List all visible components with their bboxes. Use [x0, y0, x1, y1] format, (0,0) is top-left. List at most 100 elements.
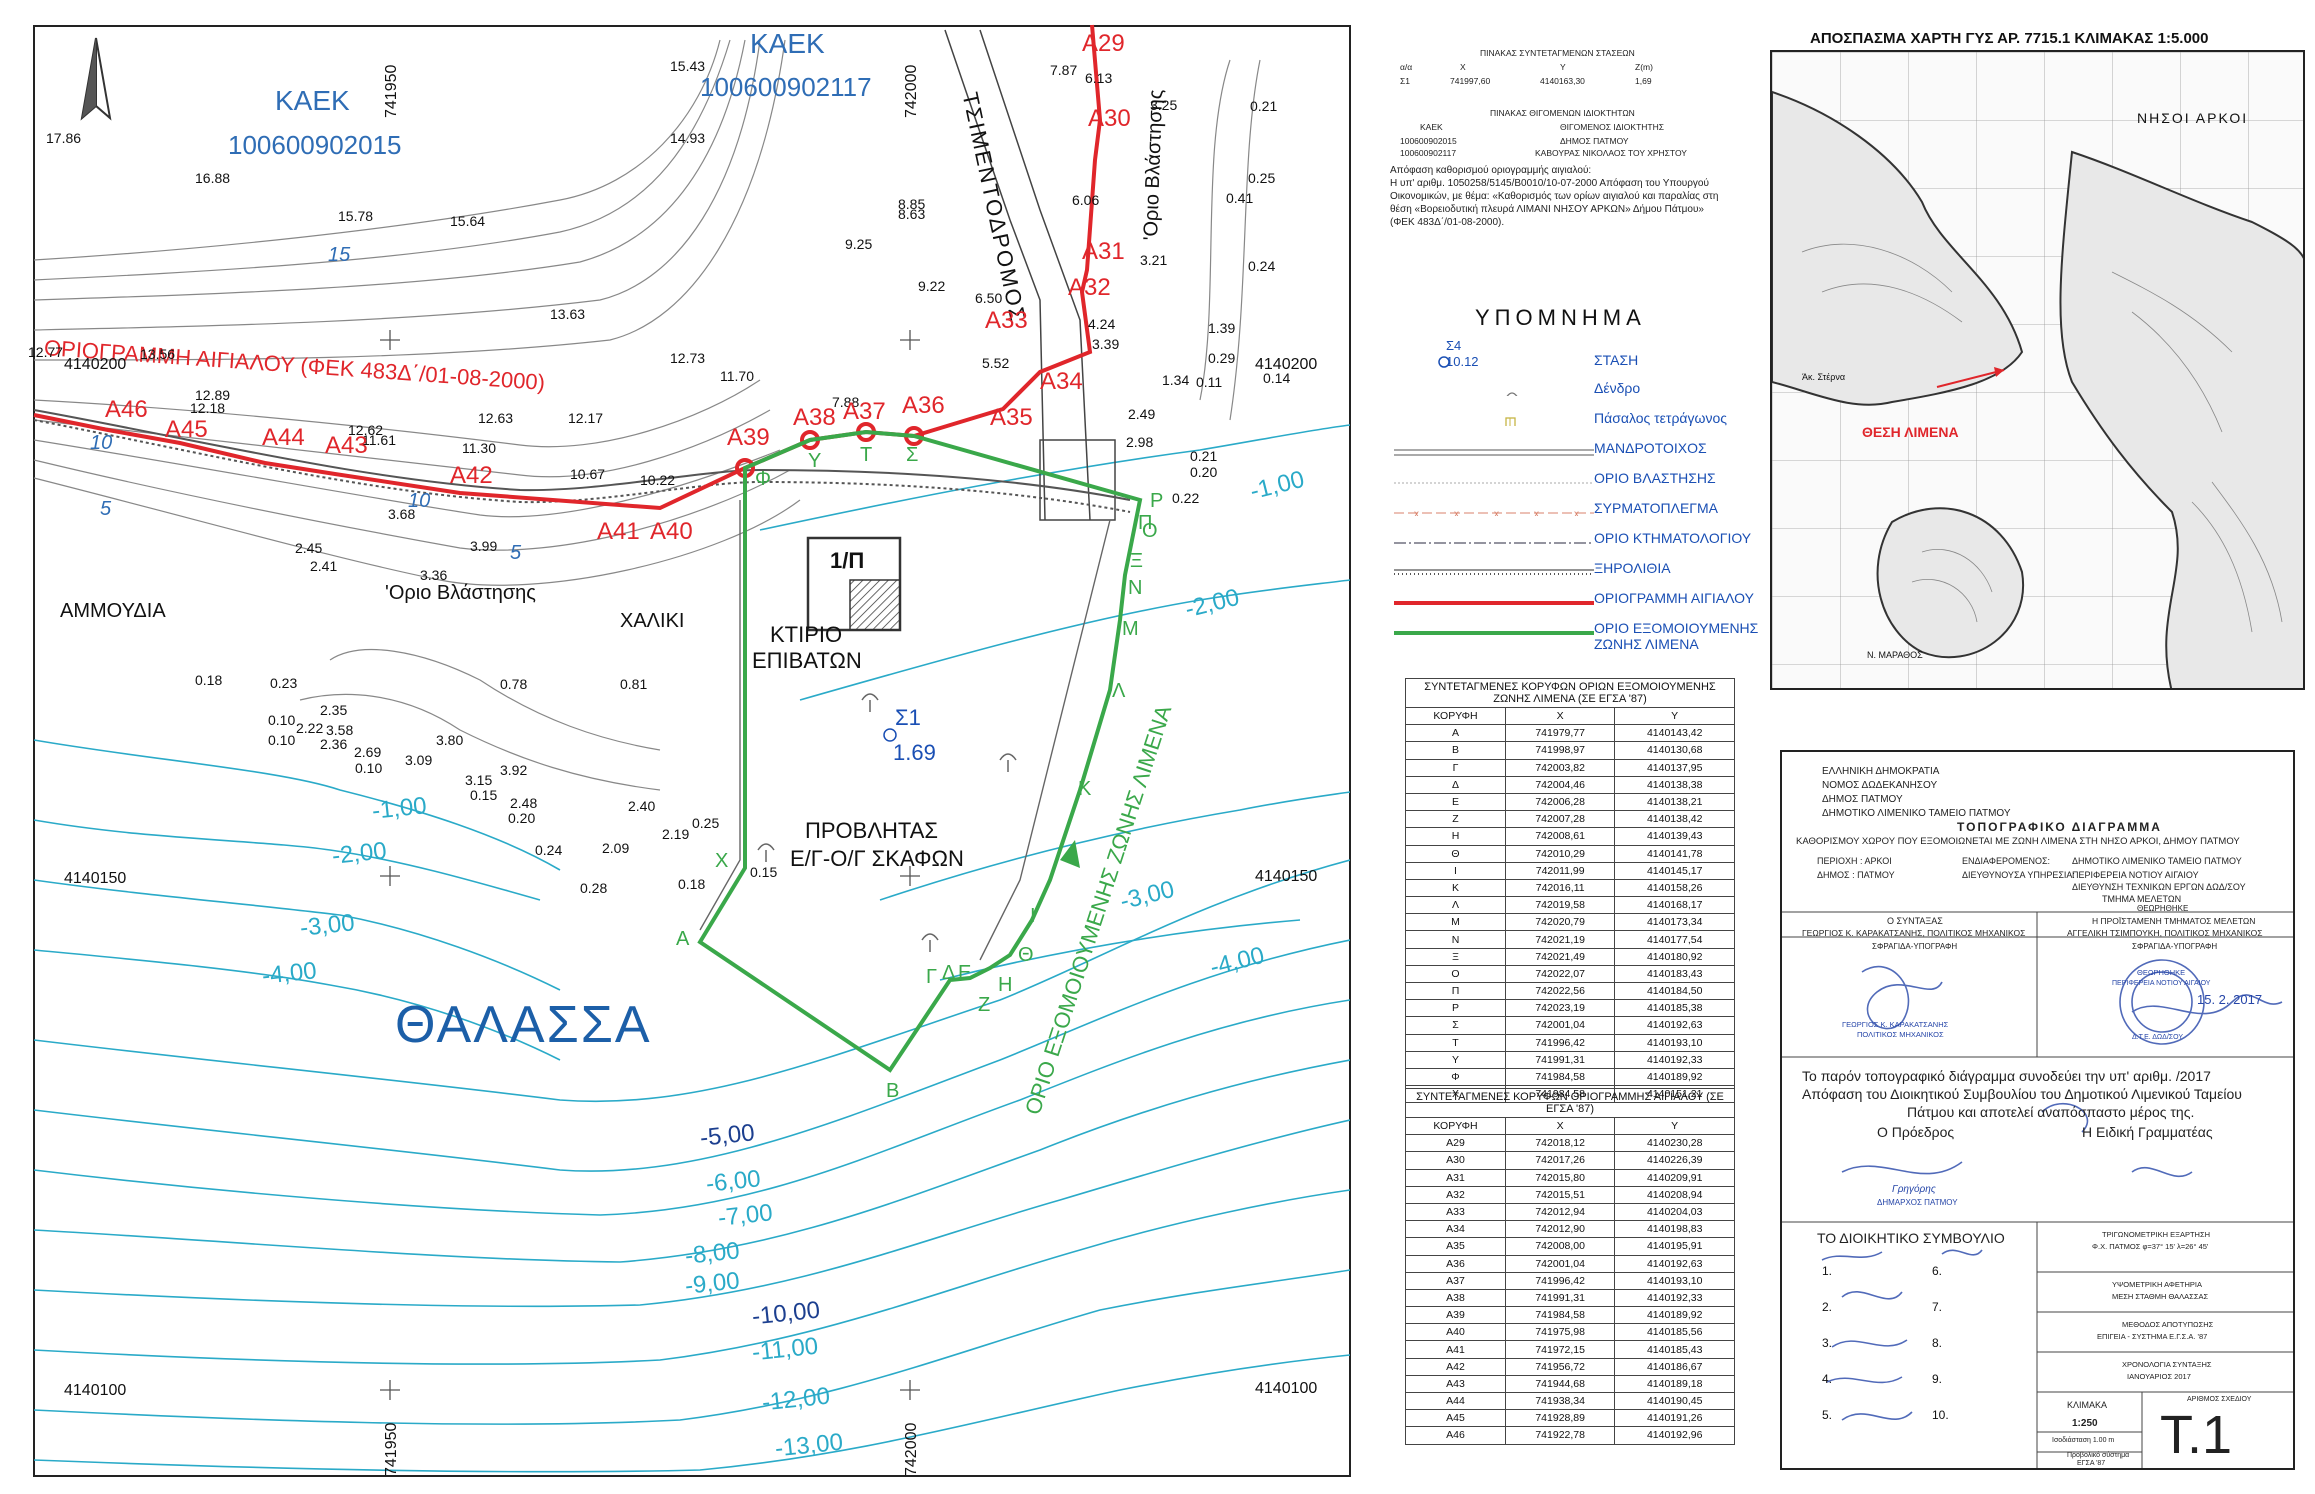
- aigialos-table-cell: 741975,98: [1504, 1323, 1616, 1342]
- approver-stamp-3: Δ.Τ.Ε. ΔΩΔ/ΣΟΥ: [2132, 1034, 2183, 1041]
- zone-table-cell: Ρ: [1405, 999, 1506, 1018]
- depth-label: -8,00: [683, 1237, 741, 1270]
- board-member-number: 4.: [1822, 1372, 1833, 1386]
- zone-table-cell: 742007,28: [1504, 810, 1616, 829]
- zone-table-cell: 742010,29: [1504, 844, 1616, 863]
- spot-height: 8.63: [898, 206, 926, 222]
- board-member-number: 6.: [1932, 1264, 1943, 1278]
- decision-line: Απόφαση καθορισμού οριογραμμής αιγιαλού:: [1390, 165, 1592, 176]
- spot-height: 10.67: [570, 466, 606, 482]
- aigialos-point-label: A36: [902, 392, 945, 419]
- spot-height: 0.28: [580, 880, 608, 896]
- spot-height: 15.43: [670, 58, 706, 74]
- spot-height: 7.87: [1050, 62, 1078, 78]
- zone-point-label: Μ: [1122, 618, 1139, 640]
- aigialos-table-cell: Α30: [1405, 1151, 1506, 1170]
- inset-place-marathos: Ν. ΜΑΡΑΘΟΣ: [1867, 650, 1923, 660]
- zone-point-label: Κ: [1078, 778, 1092, 800]
- municipality-label: ΔΗΜΟΣ : ΠΑΤΜΟΥ: [1817, 870, 1895, 880]
- zone-table-cell: Η: [1405, 827, 1506, 846]
- aigialos-point-label: A39: [727, 424, 770, 451]
- spot-height: 0.78: [500, 676, 528, 692]
- aigialos-table-cell: 4140192,33: [1614, 1288, 1735, 1308]
- stations-c-1: Σ1: [1400, 76, 1410, 86]
- svg-text:x: x: [1534, 509, 1539, 516]
- region-label: ΠΕΡΙΟΧΗ : ΑΡΚΟΙ: [1817, 856, 1892, 866]
- zone-table-cell: 742019,58: [1504, 896, 1616, 915]
- aigialos-table-cell: 741922,78: [1504, 1426, 1616, 1445]
- zone-point-label: Γ: [926, 966, 938, 988]
- aigialos-table-header: ΚΟΡΥΦΗ: [1405, 1116, 1506, 1136]
- port-zone-polygon: [697, 429, 1143, 1073]
- depth-contours: [33, 424, 1350, 1473]
- aigialos-point-label: A33: [985, 307, 1028, 334]
- stations-c-4: 1,69: [1635, 76, 1652, 86]
- aigialos-table-cell: 742017,26: [1504, 1151, 1616, 1170]
- zone-table-cell: Ε: [1405, 792, 1506, 812]
- approver-sign: ΣΦΡΑΓΙΔΑ-ΥΠΟΓΡΑΦΗ: [2132, 942, 2218, 951]
- aigialos-point-label: A42: [450, 462, 493, 489]
- spot-height: 12.62: [348, 422, 384, 438]
- spot-height: 15.64: [450, 213, 486, 229]
- legend-row-drystone: ΞΗΡΟΛΙΘΙΑ: [1384, 558, 1764, 584]
- aigialos-table-cell: Α36: [1405, 1254, 1506, 1273]
- aigialos-table-cell: Α42: [1405, 1357, 1506, 1376]
- zone-table-cell: 741991,31: [1504, 1050, 1616, 1069]
- zone-table-cell: 741979,77: [1504, 724, 1616, 743]
- aigialos-table-cell: 742012,94: [1504, 1202, 1616, 1222]
- legend-row-vegetation: ΟΡΙΟ ΒΛΑΣΤΗΣΗΣ: [1384, 468, 1764, 494]
- date-label: ΧΡΟΝΟΛΟΓΙΑ ΣΥΝΤΑΞΗΣ: [2122, 1360, 2212, 1369]
- spot-height: 9.25: [845, 236, 873, 252]
- spot-height: 0.18: [678, 876, 706, 892]
- passenger-building: [806, 536, 902, 632]
- legend-label-station: ΣΤΑΣΗ: [1594, 352, 1639, 368]
- client-value: ΔΗΜΟΤΙΚΟ ΛΙΜΕΝΙΚΟ ΤΑΜΕΙΟ ΠΑΤΜΟΥ: [2072, 856, 2242, 866]
- approver-name: ΑΓΓΕΛΙΚΗ ΤΣΙΜΠΟΥΚΗ, ΠΟΛΙΤΙΚΟΣ ΜΗΧΑΝΙΚΟΣ: [2067, 928, 2263, 938]
- service-value-3: ΤΜΗΜΑ ΜΕΛΕΤΩΝ: [2102, 894, 2182, 904]
- zone-table-header: Y: [1614, 706, 1735, 726]
- grid-x-2-bottom: 742000: [903, 1422, 920, 1476]
- method-label: ΜΕΘΟΔΟΣ ΑΠΟΤΥΠΩΣΗΣ: [2122, 1320, 2214, 1329]
- kaek-label-2: ΚΑΕΚ: [750, 28, 825, 59]
- zone-table-cell: 742016,11: [1504, 878, 1616, 898]
- zone-table-cell: 742021,19: [1504, 930, 1616, 949]
- spot-height: 2.41: [310, 558, 338, 574]
- aigialos-table-cell: 4140226,39: [1614, 1151, 1735, 1170]
- depth-label: -4,00: [260, 957, 318, 990]
- zone-table-cell: 4140177,54: [1614, 930, 1735, 949]
- aigialos-table-title: ΣΥΝΤΕΤΑΓΜΕΝΕΣ ΚΟΡΥΦΩΝ ΟΡΙΟΓΡΑΜΜΗΣ ΑΙΓΙΑΛ…: [1405, 1088, 1735, 1117]
- grid-x-1-top: 741950: [383, 64, 400, 118]
- spot-height: 12.73: [670, 350, 706, 366]
- authority-3: ΔΗΜΟΣ ΠΑΤΜΟΥ: [1822, 794, 1903, 805]
- spot-height: 0.15: [470, 787, 498, 803]
- spot-height: 5.52: [982, 355, 1010, 371]
- zone-table-cell: 742023,19: [1504, 999, 1616, 1018]
- inset-terrain: [1772, 52, 2303, 688]
- legend-row-wall: ΜΑΝΔΡΟΤΟΙΧΟΣ: [1384, 438, 1764, 464]
- aigialos-point-label: A41: [597, 518, 640, 545]
- owners-r2-c2: ΚΑΒΟΥΡΑΣ ΝΙΚΟΛΑΟΣ ΤΟΥ ΧΡΗΣΤΟΥ: [1535, 148, 1687, 158]
- grid-y-2-left: 4140150: [64, 870, 127, 887]
- spot-height: 11.70: [720, 368, 754, 384]
- stations-h-1: α/α: [1400, 62, 1413, 72]
- projection-1: Προβολικό σύστημα: [2067, 1452, 2130, 1459]
- aigialos-point-label: A29: [1082, 30, 1125, 57]
- zone-table-cell: 4140138,38: [1614, 775, 1735, 794]
- author-name: ΓΕΩΡΓΙΟΣ Κ. ΚΑΡΑΚΑΤΣΑΝΗΣ, ΠΟΛΙΤΙΚΟΣ ΜΗΧΑ…: [1802, 928, 2026, 938]
- owners-r2-c1: 100600902117: [1400, 148, 1457, 158]
